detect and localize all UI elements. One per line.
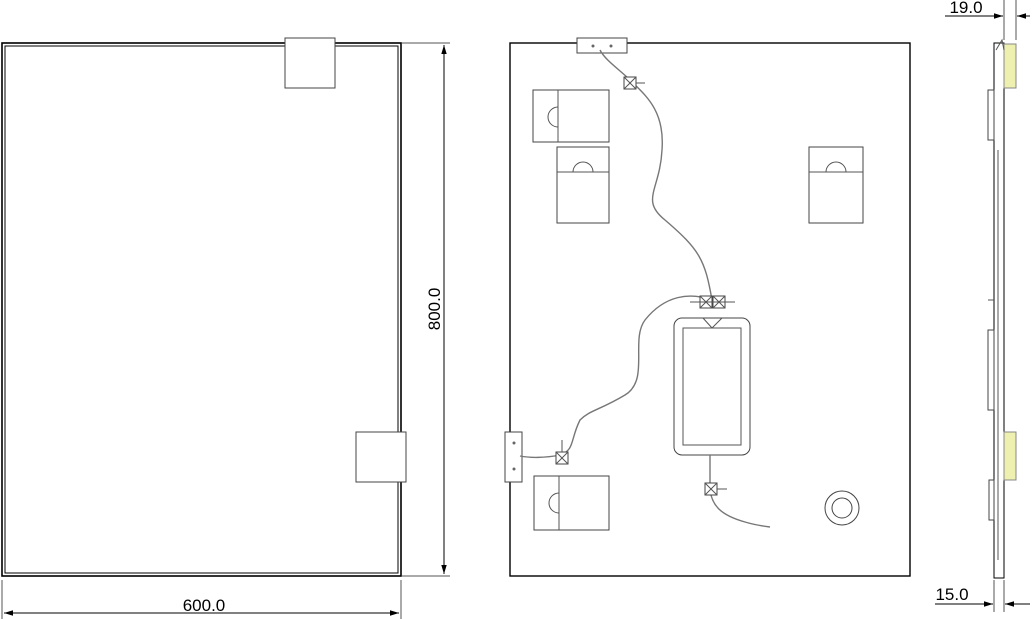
mounting-plate <box>532 89 610 143</box>
side-profile <box>993 42 1005 579</box>
back-view <box>504 37 911 577</box>
top-connector <box>576 37 628 54</box>
wire <box>599 49 713 301</box>
front-panel-outer <box>1 42 402 577</box>
bottom-pad <box>1003 431 1017 481</box>
cable-clip <box>690 295 735 309</box>
round-sensor <box>824 490 860 526</box>
top-pad <box>1003 43 1017 89</box>
back-panel <box>509 42 911 577</box>
height-dimension: 800.0 <box>402 42 450 577</box>
side-bracket <box>987 89 995 141</box>
thickness-top-dimension: 19.0 <box>945 0 1030 40</box>
left-connector <box>504 431 523 483</box>
width-label: 600.0 <box>183 596 226 615</box>
front-view <box>1 37 407 577</box>
width-dimension: 600.0 <box>1 580 402 619</box>
cable-clip <box>704 482 727 496</box>
side-bracket <box>988 479 995 521</box>
top-mount-bracket <box>284 37 336 89</box>
thickness-bottom-label: 15.0 <box>935 585 968 604</box>
driver-box <box>673 317 751 456</box>
side-bracket <box>987 329 995 411</box>
mounting-plate <box>533 475 610 531</box>
mounting-plate <box>556 146 610 224</box>
cable-clip <box>623 76 645 90</box>
side-mount-bracket <box>355 431 407 483</box>
mounting-plate <box>808 146 864 224</box>
cable-clip <box>555 440 569 465</box>
height-label: 800.0 <box>425 288 444 331</box>
wire <box>709 455 771 528</box>
front-panel-inner <box>4 45 399 574</box>
side-view <box>987 38 1017 579</box>
thickness-bottom-dimension: 15.0 <box>935 580 1030 612</box>
thickness-top-label: 19.0 <box>949 0 982 17</box>
